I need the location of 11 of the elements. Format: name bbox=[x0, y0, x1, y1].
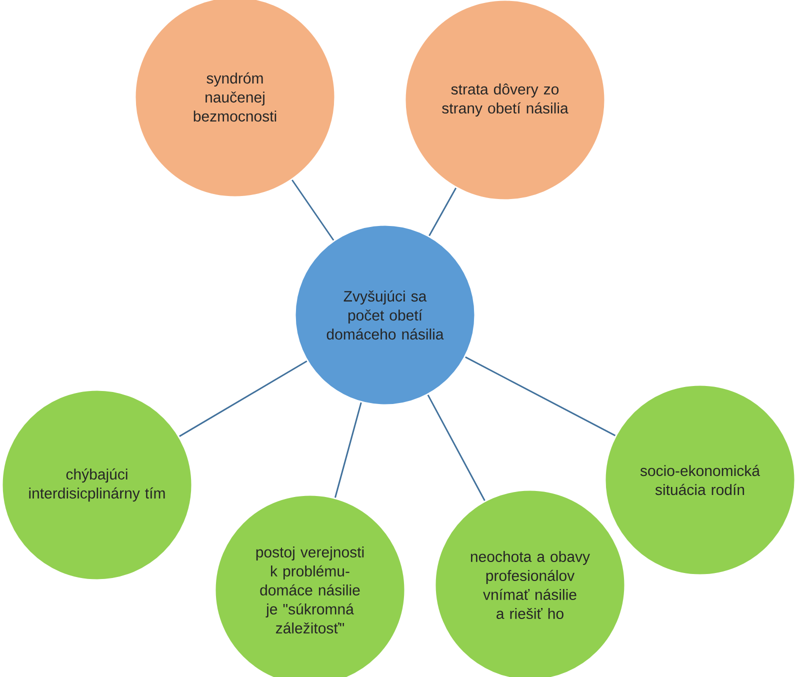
connector-line bbox=[179, 360, 308, 437]
connector-line bbox=[465, 356, 616, 436]
circle-node: postoj verejnosti k problému-domáce násilie je "súkromná záležitosť" bbox=[214, 494, 406, 677]
connector-line bbox=[334, 402, 362, 498]
circle-node: chýbajúci interdisicplinárny tím bbox=[1, 389, 193, 581]
connector-line bbox=[427, 394, 486, 501]
circle-node: neochota a obavy profesionálov vnímať násilie a riešiť ho bbox=[434, 489, 626, 677]
connector-line bbox=[428, 188, 457, 236]
circle-node: Zvyšujúci sa počet obetí domáceho násilia bbox=[294, 224, 476, 406]
connector-line bbox=[292, 180, 334, 241]
circle-node: socio-ekonomická situácia rodín bbox=[604, 384, 795, 576]
